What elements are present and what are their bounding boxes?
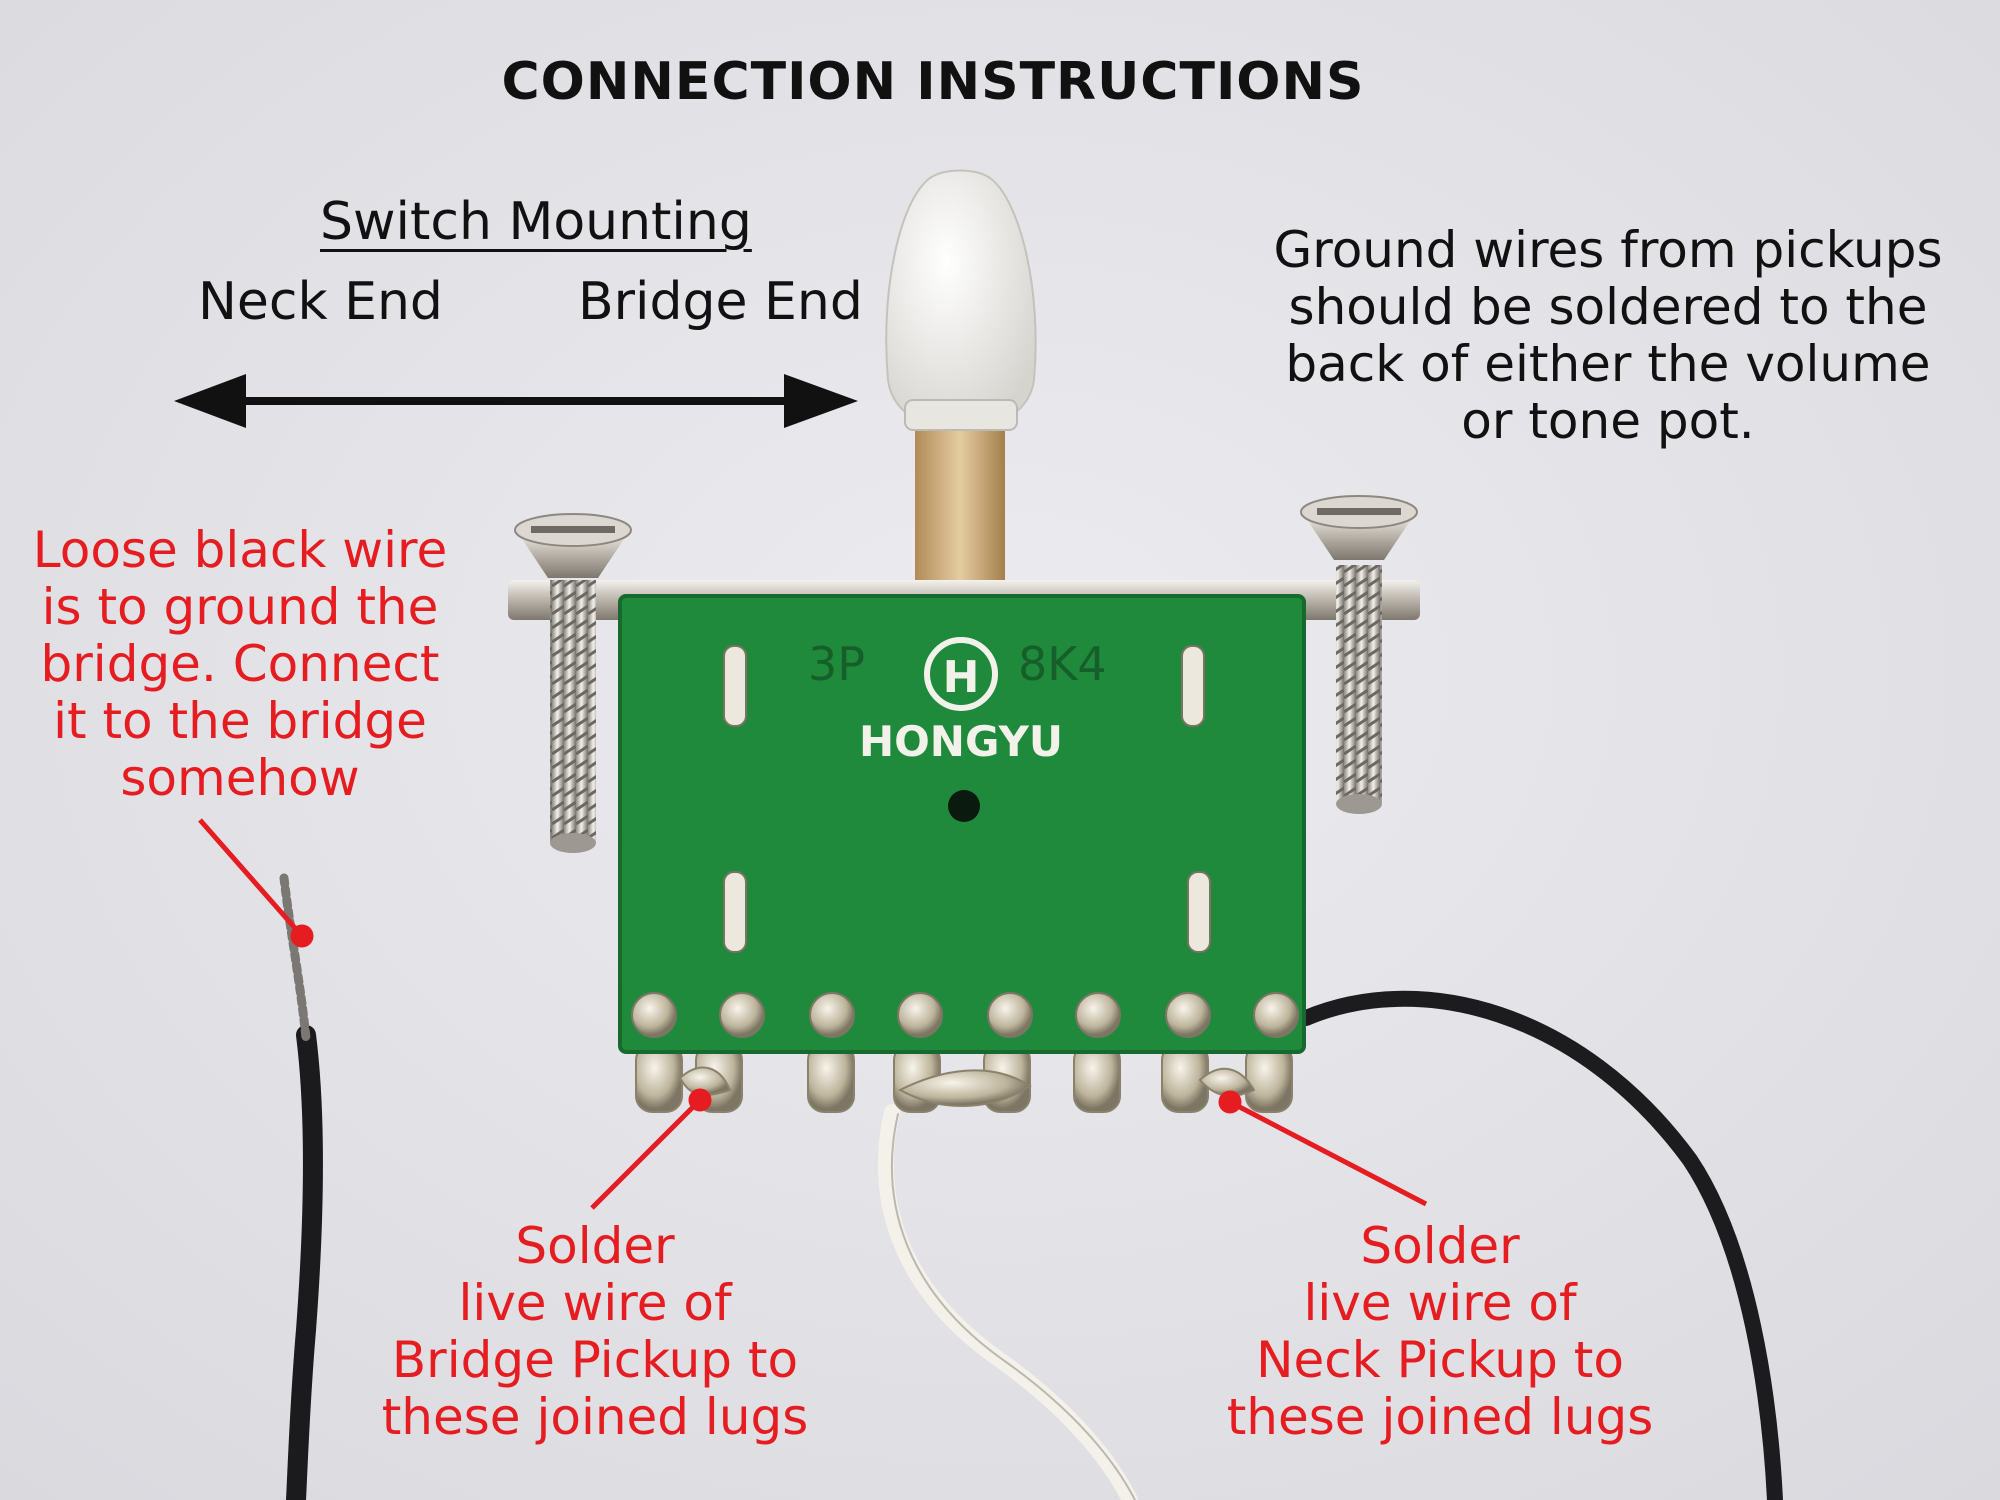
note-line: these joined lugs (381, 1388, 809, 1446)
loose-wire-strands (279, 873, 311, 1043)
pointer-lines (198, 818, 1428, 1210)
loose-wire-note: Loose black wire is to ground the bridge… (20, 522, 460, 807)
note-line: Solder (1360, 1217, 1520, 1275)
switch-lever (915, 418, 1005, 598)
note-line: Loose black wire (32, 521, 448, 579)
note-line: it to the bridge (53, 692, 427, 750)
switch-pcb: 3P 8K4 H HONGYU (618, 594, 1306, 1054)
note-line: live wire of (458, 1274, 732, 1332)
pcb-brand: HONGYU (859, 717, 1063, 766)
pcb-marking-right: 8K4 (1018, 637, 1107, 691)
switch-tip (885, 169, 1037, 432)
page-title: CONNECTION INSTRUCTIONS (501, 52, 1365, 112)
left-screw (514, 513, 632, 853)
neck-pickup-note: Solder live wire of Neck Pickup to these… (1195, 1218, 1685, 1446)
right-screw (1300, 495, 1418, 814)
note-line: Bridge Pickup to (391, 1331, 799, 1389)
note-line: somehow (120, 749, 360, 807)
pcb-logo-circle (924, 637, 998, 711)
pcb-logo-letter: H (943, 652, 980, 703)
note-line: is to ground the (41, 578, 439, 636)
loose-black-wire (286, 1025, 323, 1500)
note-line: Solder (515, 1217, 675, 1275)
bridge-pickup-note: Solder live wire of Bridge Pickup to the… (350, 1218, 840, 1446)
ground-wire-note: Ground wires from pickups should be sold… (1268, 222, 1948, 450)
direction-arrow (174, 374, 858, 428)
note-line: should be soldered to the (1288, 278, 1928, 336)
black-wire (1298, 990, 1783, 1500)
white-wire (878, 1104, 1138, 1500)
neck-end-label: Neck End (198, 272, 443, 332)
note-line: Ground wires from pickups (1273, 221, 1943, 279)
switch-mounting-heading: Switch Mounting (320, 192, 752, 252)
note-line: these joined lugs (1226, 1388, 1654, 1446)
note-line: or tone pot. (1461, 392, 1755, 450)
note-line: bridge. Connect (40, 635, 440, 693)
note-line: live wire of (1303, 1274, 1577, 1332)
bridge-end-label: Bridge End (578, 272, 863, 332)
note-line: back of either the volume (1285, 335, 1931, 393)
note-line: Neck Pickup to (1256, 1331, 1624, 1389)
pcb-marking-left: 3P (808, 637, 865, 691)
